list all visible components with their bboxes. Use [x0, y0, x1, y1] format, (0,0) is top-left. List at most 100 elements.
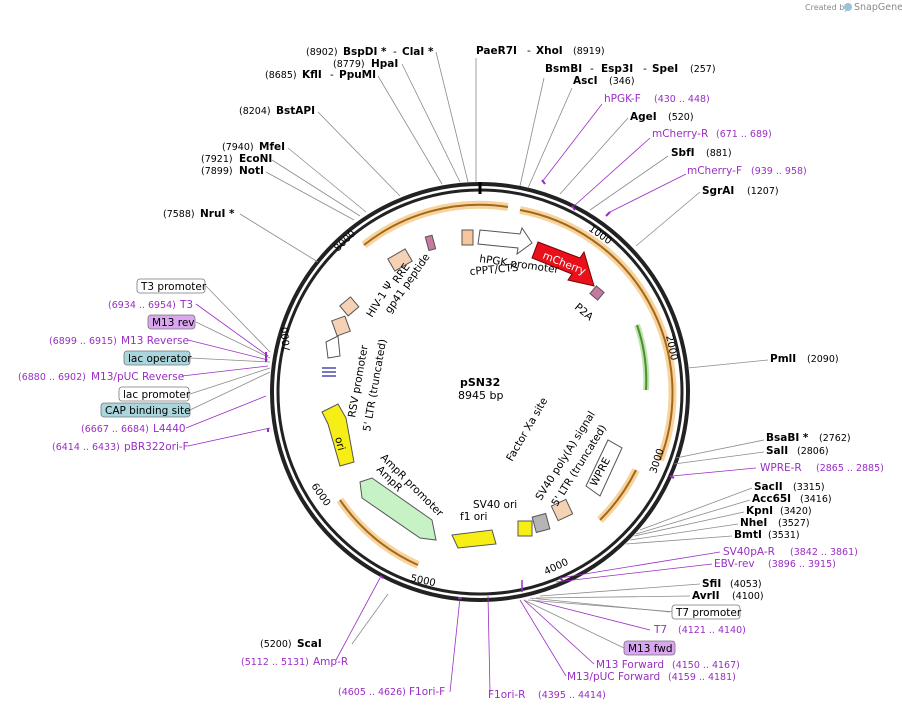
feature-arc-lower-right-line	[599, 469, 637, 521]
enzyme-22-name: SfiI	[702, 578, 721, 590]
feature-sv40-ori-block	[517, 520, 533, 537]
primer-3-range: (2865 .. 2885)	[816, 463, 884, 474]
enzyme-18-pos: (3416)	[800, 494, 832, 505]
enzyme-23-pos: (4100)	[732, 591, 764, 602]
enzyme-24-name: ScaI	[297, 638, 322, 650]
enzyme-14-name: PmlI	[770, 353, 796, 365]
feature-hpgk-promoter	[477, 226, 533, 256]
boxed-labels: T3 promoter M13 rev lac operator lac pro…	[100, 278, 742, 656]
outer-feature-arcs	[336, 200, 677, 569]
enzyme-0-name: BspDI *	[343, 46, 387, 58]
enzyme-0-pos: (8902)	[306, 47, 338, 58]
box-t3-promoter	[136, 278, 206, 294]
feature-rre	[387, 248, 413, 272]
primer-12-name: T3	[179, 299, 193, 311]
box-cap-binding-site	[100, 402, 191, 418]
primer-13-range: (6899 .. 6915)	[49, 336, 117, 347]
brand-created-by: Created by	[805, 3, 849, 12]
tick-2000: 2000	[663, 334, 679, 361]
feature-hiv-psi-block	[339, 296, 360, 317]
primer-16-range: (6414 .. 6433)	[52, 442, 120, 453]
primer-4-range: (3842 .. 3861)	[790, 547, 858, 558]
box-m13-rev-label: M13 rev	[152, 317, 195, 329]
box-lac-operator	[123, 350, 191, 366]
enzyme-20-pos: (3527)	[778, 518, 810, 529]
primer-14-name: M13/pUC Reverse	[91, 371, 184, 383]
feature-sv40-polya-block	[531, 512, 551, 534]
feature-f1-ori	[451, 529, 497, 549]
enzyme-0-name2: ClaI *	[402, 46, 434, 58]
enzyme-17-name: SacII	[754, 481, 783, 493]
feature-cppt-cts	[461, 229, 474, 246]
primer-4-name: SV40pA-R	[723, 546, 775, 558]
box-lac-promoter	[118, 386, 190, 402]
enzyme-9-name: BsmBI	[545, 63, 582, 75]
enzyme-8-pos: (8919)	[573, 46, 605, 57]
enzyme-1-pos: (8779)	[333, 59, 365, 70]
primer-11-name: Amp-R	[313, 656, 348, 668]
tick-5000: 5000	[409, 573, 436, 589]
enzyme-16-pos: (2806)	[797, 446, 829, 457]
primer-3-name: WPRE-R	[760, 462, 802, 474]
box-cap-binding-site-label: CAP binding site	[105, 405, 191, 417]
primer-8-range: (4159 .. 4181)	[668, 672, 736, 683]
enzyme-2-name: KflI	[302, 69, 322, 81]
enzyme-15-pos: (2762)	[819, 433, 851, 444]
primer-0-range: (430 .. 448)	[654, 94, 710, 105]
primer-marks	[265, 179, 675, 599]
enzyme-9-sep2: -	[643, 63, 647, 75]
primer-12-range: (6934 .. 6954)	[108, 300, 176, 311]
primer-0-name: hPGK-F	[604, 93, 641, 105]
enzyme-11-name: AgeI	[630, 111, 657, 123]
feature-5ltr-right-block	[550, 498, 574, 522]
enzyme-13-name: SgrAI	[702, 185, 734, 197]
enzyme-9-name2: Esp3I	[601, 63, 633, 75]
enzyme-22-pos: (4053)	[730, 579, 762, 590]
enzyme-2-name2: PpuMI	[339, 69, 376, 81]
plasmid-size: 8945 bp	[458, 389, 503, 402]
enzyme-5-pos: (7921)	[201, 154, 233, 165]
box-t7-promoter-label: T7 promoter	[675, 607, 742, 619]
enzyme-13-pos: (1207)	[747, 186, 779, 197]
enzyme-3-name: BstAPI	[276, 105, 315, 117]
enzyme-19-name: KpnI	[746, 505, 773, 517]
plasmid-name: pSN32	[460, 376, 500, 389]
enzyme-11-pos: (520)	[668, 112, 694, 123]
enzyme-10-pos: (346)	[609, 76, 635, 87]
brand-name: SnapGene	[854, 2, 902, 13]
enzyme-9-name3: SpeI	[652, 63, 678, 75]
primer-14-range: (6880 .. 6902)	[18, 372, 86, 383]
primer-5-name: EBV-rev	[714, 558, 755, 570]
primer-15-name: L4440	[153, 423, 186, 435]
enzyme-10-name: AscI	[573, 75, 598, 87]
primer-6-name: T7	[653, 624, 667, 636]
feature-arc-right-line	[519, 209, 674, 461]
enzyme-8-name: PaeR7I	[476, 45, 517, 57]
primer-2-range: (939 .. 958)	[751, 166, 807, 177]
primer-2-name: mCherry-F	[687, 165, 742, 177]
enzyme-14-pos: (2090)	[807, 354, 839, 365]
feature-gp41-peptide	[424, 234, 437, 252]
feature-sv40-ori-label: SV40 ori	[473, 499, 517, 511]
enzyme-5-name: EcoNI	[239, 153, 272, 165]
enzyme-15-name: BsaBI *	[766, 432, 809, 444]
primer-15-range: (6667 .. 6684)	[81, 424, 149, 435]
enzyme-2-sep: -	[330, 69, 334, 81]
feature-f1-ori-label: f1 ori	[460, 511, 487, 523]
enzyme-labels-right: PaeR7I - XhoI (8919) BsmBI - Esp3I - Spe…	[260, 45, 851, 650]
enzyme-7-name: NruI *	[200, 208, 235, 220]
enzyme-3-pos: (8204)	[239, 106, 271, 117]
tick-3000: 3000	[648, 447, 666, 475]
enzyme-4-name: MfeI	[259, 141, 285, 153]
enzyme-12-name: SbfI	[671, 147, 695, 159]
enzyme-21-pos: (3531)	[768, 530, 800, 541]
feature-p2a	[589, 285, 605, 301]
feature-p2a-label: P2A	[572, 301, 596, 324]
enzyme-8-sep: -	[527, 45, 531, 57]
primer-labels: hPGK-F (430 .. 448) mCherry-R (671 .. 68…	[18, 93, 884, 701]
enzyme-16-name: SalI	[766, 445, 788, 457]
primer-10-range: (4605 .. 4626)	[338, 687, 406, 698]
box-lac-promoter-label: lac promoter	[123, 389, 191, 401]
enzyme-leader-lines	[239, 51, 769, 645]
